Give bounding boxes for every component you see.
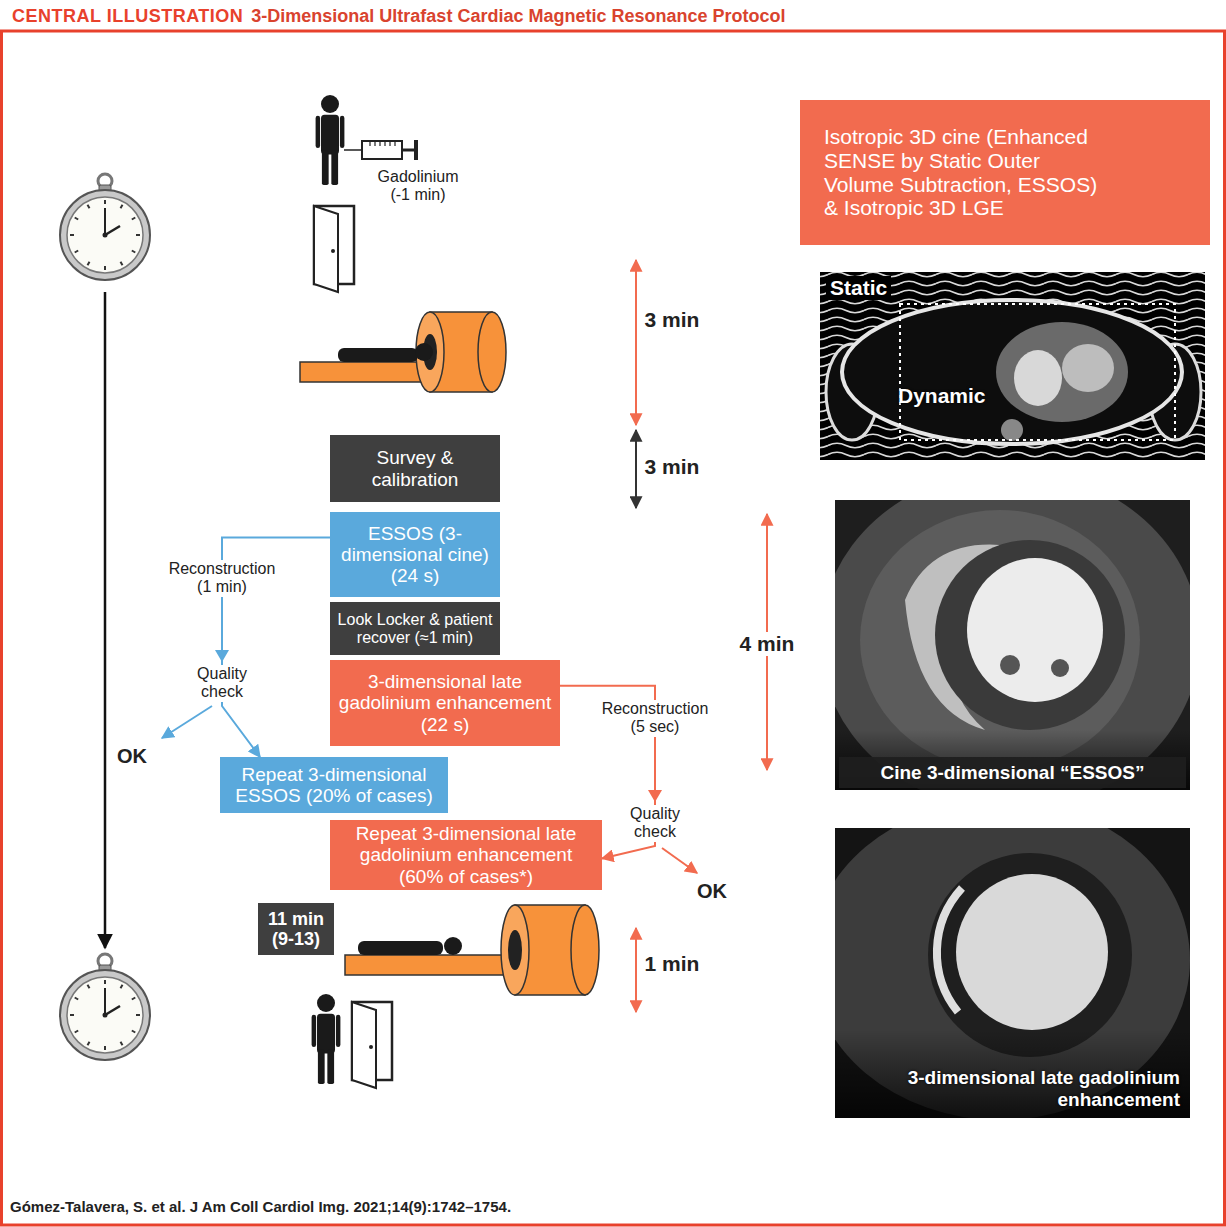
image-label: Cine 3-dimensional “ESSOS”: [839, 757, 1186, 788]
image-label: 3-dimensional late gadolinium enhancemen…: [880, 1067, 1180, 1110]
mri-scanner: [478, 312, 506, 392]
pocket-watch: [60, 174, 150, 280]
figure-caption: Gómez-Talavera, S. et al. J Am Coll Card…: [10, 1198, 511, 1215]
sequence-box: Isotropic 3D cine (Enhanced SENSE by Sta…: [800, 100, 1210, 245]
mri-image: [1000, 655, 1020, 675]
duration-arrow: [635, 260, 637, 425]
step-note: Quality check: [615, 805, 695, 842]
door-icon: [314, 206, 354, 292]
mri-scanner: [444, 937, 462, 955]
mri-image: [835, 500, 1190, 790]
mri-scanner: [300, 312, 506, 392]
ok-arrow: [662, 848, 697, 873]
mri-scanner: [345, 955, 525, 975]
mri-scanner: [358, 941, 443, 955]
edge-label: Reconstruction (5 sec): [597, 700, 713, 737]
mri-scanner: [416, 312, 444, 392]
mri-image: [1051, 659, 1069, 677]
syringe-icon: [344, 140, 418, 160]
syringe-icon: [370, 141, 395, 146]
syringe-icon: [402, 149, 414, 152]
time-label: OK: [690, 880, 734, 903]
figure-label: CENTRAL ILLUSTRATION: [12, 6, 243, 26]
time-label: OK: [110, 745, 154, 768]
mri-image: [935, 540, 1125, 730]
box-text: ESSOS (3-dimensional cine) (24 s): [338, 523, 492, 587]
step-box: Survey & calibration: [330, 435, 500, 502]
mri-image: [835, 1030, 1190, 1118]
timeline-arrow: [104, 292, 107, 948]
box-text: Isotropic 3D cine (Enhanced SENSE by Sta…: [824, 125, 1108, 219]
mri-scanner: [501, 905, 529, 995]
box-text: Repeat 3-dimensional late gadolinium enh…: [338, 823, 594, 887]
box-text: Repeat 3-dimensional ESSOS (20% of cases…: [228, 764, 440, 807]
repeat-box: Repeat 3-dimensional ESSOS (20% of cases…: [220, 757, 448, 813]
pocket-watch: [60, 954, 150, 1060]
repeat-box: Repeat 3-dimensional late gadolinium enh…: [330, 820, 602, 890]
image-label: Dynamic: [898, 384, 986, 408]
edge-label: Reconstruction (1 min): [164, 560, 280, 597]
mri-image: [842, 300, 1182, 444]
mri-scanner: [415, 343, 433, 361]
mri-image: [900, 304, 1175, 440]
mri-image: [1062, 344, 1114, 392]
mri-image: [928, 853, 1132, 1057]
box-text: 11 min (9-13): [264, 909, 328, 949]
mri-image: [967, 558, 1103, 702]
mri-image: [820, 272, 1205, 460]
mri-image: [996, 322, 1128, 422]
person-icon: [312, 994, 341, 1084]
mri-image: [820, 272, 1205, 460]
syringe-icon: [414, 140, 418, 160]
image-label: Static: [826, 276, 891, 300]
mri-scanner: [345, 905, 599, 995]
step-box: Look Locker & patient recover (≈1 min): [330, 602, 500, 655]
step-note: Gadolinium (-1 min): [370, 168, 466, 205]
mri-image: [835, 500, 1190, 790]
syringe-icon: [362, 141, 402, 159]
box-text: 3-dimensional late gadolinium enhancemen…: [338, 671, 552, 735]
image-panel: Cine 3-dimensional “ESSOS”: [835, 500, 1190, 790]
mri-image: [820, 272, 1205, 460]
mri-image: [835, 828, 1190, 1118]
time-label: 3 min: [637, 308, 707, 332]
syringe-icon: [344, 149, 362, 151]
lge-step-box: 3-dimensional late gadolinium enhancemen…: [330, 660, 560, 746]
mri-scanner: [571, 905, 599, 995]
mri-image: [835, 828, 1190, 1118]
mri-scanner: [508, 930, 522, 970]
cine-step-box: ESSOS (3-dimensional cine) (24 s): [330, 512, 500, 597]
box-text: Look Locker & patient recover (≈1 min): [335, 611, 495, 647]
mri-scanner: [338, 348, 418, 362]
mri-image: [956, 874, 1108, 1030]
mri-image: [937, 888, 962, 1012]
step-note: Quality check: [182, 665, 262, 702]
time-label: 1 min: [637, 952, 707, 976]
image-panel: StaticDynamic: [820, 272, 1205, 460]
mri-image: [835, 730, 1190, 790]
box-text: Survey & calibration: [338, 447, 492, 490]
time-label: 4 min: [732, 632, 802, 656]
total-time-box: 11 min (9-13): [258, 903, 334, 955]
figure-header: CENTRAL ILLUSTRATION 3-Dimensional Ultraf…: [12, 6, 785, 27]
door-icon: [352, 1002, 392, 1088]
time-label: 3 min: [637, 455, 707, 479]
mri-image: [1001, 419, 1023, 441]
figure-title: 3-Dimensional Ultrafast Cardiac Magnetic…: [251, 6, 785, 26]
image-panel: 3-dimensional late gadolinium enhancemen…: [835, 828, 1190, 1118]
person-icon: [316, 95, 345, 185]
ok-arrow: [162, 706, 212, 738]
mri-image: [1014, 350, 1062, 406]
figure-frame: [2, 31, 1225, 1225]
